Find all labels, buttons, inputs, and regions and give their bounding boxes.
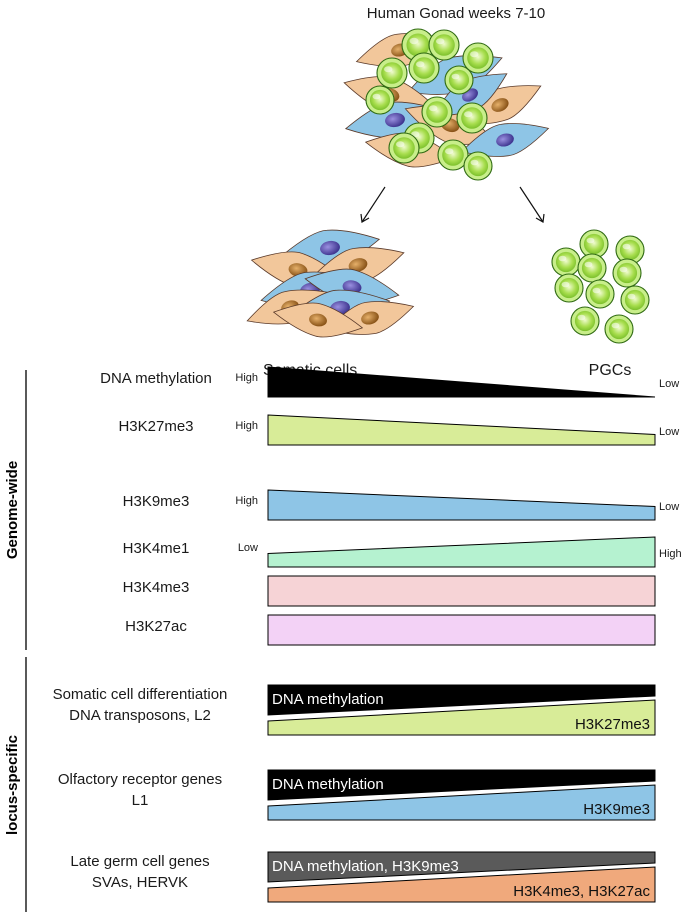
mark-name: H3K4me1 [123,540,190,557]
genome-wide-wedge [267,489,656,521]
bottom-wedge-label: H3K27me3 [575,716,650,733]
right-level-label: Low [659,378,679,390]
pgc-cell [551,247,581,277]
pgc-cell [437,139,469,171]
locus-label-line: Somatic cell differentiation [53,686,228,703]
pgc-cell [401,28,435,62]
top-wedge-label: DNA methylation [272,776,384,793]
left-level-label: Low [238,542,258,554]
top-wedge-label: DNA methylation [272,691,384,708]
genome-wide-row: H3K27ac [125,614,656,646]
locus-top-wedge [267,684,656,716]
arrow-to-somatic [360,186,386,223]
left-level-label: High [235,495,258,507]
locus-bottom-wedge [267,784,656,821]
pgc-cell [554,273,584,303]
pgc-cell [408,52,440,84]
pgc-cell [456,102,488,134]
genome-wide-wedge [267,366,656,398]
somatic-cell [272,302,364,338]
right-level-label: Low [659,426,679,438]
left-level-label: High [235,420,258,432]
genome-wide-section-label: Genome-wide [4,461,21,559]
left-level-label: High [235,372,258,384]
pgc-cell [428,29,460,61]
pgc-cell [570,306,600,336]
right-level-label: High [659,548,682,560]
mark-name: H3K4me3 [123,579,190,596]
locus-label-line: SVAs, HERVK [92,874,188,891]
pgc-cell [604,314,634,344]
pgc-cell [421,96,453,128]
somatic-cell-cluster [246,229,415,338]
locus-label-line: Olfactory receptor genes [58,771,222,788]
genome-wide-wedge [267,414,656,446]
genome-wide-wedge [267,536,656,568]
locus-label-line: L1 [132,792,149,809]
pgc-cell [376,57,408,89]
locus-label-line: DNA transposons, L2 [69,707,211,724]
right-level-label: Low [659,501,679,513]
locus-top-wedge [267,769,656,801]
mark-name: DNA methylation [100,370,212,387]
arrow-to-pgcs [519,186,545,223]
pgc-cell [612,258,642,288]
locus-bottom-wedge [267,699,656,736]
mark-name: H3K9me3 [123,493,190,510]
locus-label-line: Late germ cell genes [70,853,209,870]
pgc-cell [577,253,607,283]
pgc-cell [463,151,493,181]
figure-title: Human Gonad weeks 7-10 [367,5,545,22]
pgc-cell [444,65,474,95]
mixed-gonad-cell-cluster [343,28,550,181]
mark-name: H3K27ac [125,618,187,635]
pgc-cell [585,279,615,309]
bottom-wedge-label: H3K9me3 [583,801,650,818]
locus-bottom-wedge [267,866,656,903]
locus-specific-section-label: locus-specific [4,735,21,835]
genome-wide-wedge [267,575,656,607]
pgc-cell-cluster [551,229,650,344]
pgcs-label: PGCs [589,362,632,379]
mark-name: H3K27me3 [118,418,193,435]
somatic-cell [460,123,550,157]
pgc-cell [620,285,650,315]
pgc-cell [388,132,420,164]
bottom-wedge-label: H3K4me3, H3K27ac [513,883,650,900]
pgc-cell [365,85,395,115]
genome-wide-row: H3K4me3 [123,575,656,607]
locus-top-wedge [267,851,656,883]
top-wedge-label: DNA methylation, H3K9me3 [272,858,459,875]
genome-wide-wedge [267,614,656,646]
pgc-cell [462,42,494,74]
